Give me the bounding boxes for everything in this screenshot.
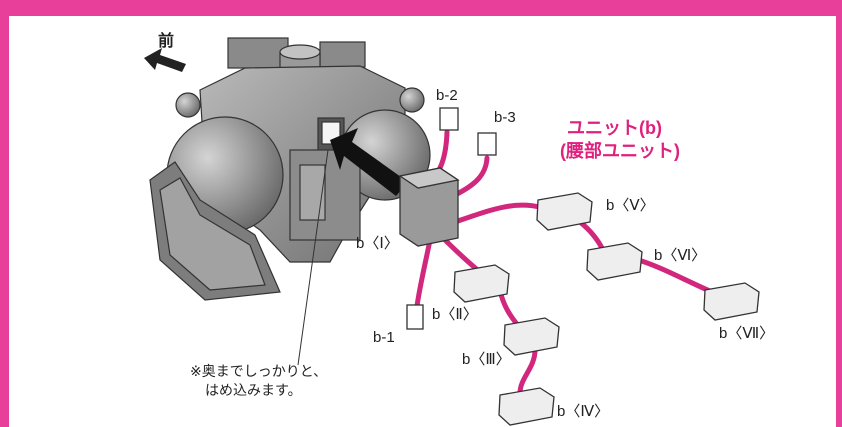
module-b6: [586, 242, 643, 281]
front-label: 前: [158, 33, 175, 50]
label-b1: b-1: [373, 329, 395, 346]
note-line-1: ※奥までしっかりと、: [190, 363, 328, 379]
waist-unit-illustration: [149, 37, 431, 301]
front-direction-arrow: [144, 48, 186, 72]
module-b4: [498, 387, 555, 426]
module-b5: [536, 192, 593, 231]
label-b3: b-3: [494, 109, 516, 126]
top-frame-bar: [0, 0, 842, 16]
connector-b1: [406, 304, 424, 330]
label-module-b6: b〈Ⅵ〉: [654, 247, 707, 264]
label-module-b3: b〈Ⅲ〉: [462, 351, 511, 368]
right-frame-bar: [836, 0, 842, 427]
module-b7: [703, 282, 760, 321]
module-b3: [503, 317, 560, 356]
label-b2: b-2: [436, 87, 458, 104]
unit-title: ユニット(b): [567, 118, 662, 138]
left-frame-bar: [0, 0, 9, 427]
connector-b3: [477, 132, 497, 156]
note-leader-line: [297, 149, 329, 366]
unit-subtitle: (腰部ユニット): [560, 141, 680, 161]
module-b2: [453, 264, 510, 303]
module-b1: [398, 167, 460, 247]
label-module-b1: b〈Ⅰ〉: [356, 235, 399, 252]
label-module-b5: b〈Ⅴ〉: [606, 197, 655, 214]
label-module-b7: b〈Ⅶ〉: [719, 325, 775, 342]
connector-b2: [439, 107, 459, 131]
insertion-arrow: [330, 128, 408, 196]
label-module-b2: b〈Ⅱ〉: [432, 306, 478, 323]
label-module-b4: b〈Ⅳ〉: [557, 403, 610, 420]
note-line-2: はめ込みます。: [205, 382, 302, 398]
